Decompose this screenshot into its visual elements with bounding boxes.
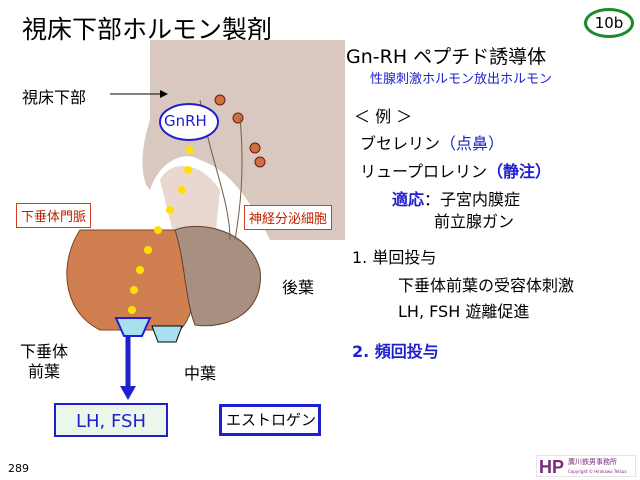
star-icon	[214, 94, 226, 106]
neuro-label: 神経分泌細胞	[244, 205, 333, 230]
neuron-stars	[214, 94, 266, 168]
subheading: 性腺刺激ホルモン放出ホルモン	[370, 72, 553, 87]
drug-name: リュープロレリン	[360, 162, 488, 181]
stalk-shape	[160, 166, 220, 240]
intermediate-label: 中葉	[184, 364, 217, 383]
section1-line: LH, FSH 遊離促進	[398, 302, 530, 321]
indication-label: 適応	[392, 190, 425, 209]
svg-text:Copyright © Hirokawa Tetsuo: Copyright © Hirokawa Tetsuo	[568, 469, 627, 474]
slide-badge: 10b	[584, 8, 634, 38]
svg-text:廣川鉄男事務所: 廣川鉄男事務所	[568, 457, 617, 466]
publisher-logo: HP 廣川鉄男事務所 Copyright © Hirokawa Tetsuo	[536, 455, 636, 477]
star-icon	[254, 156, 266, 168]
lh-fsh-box: LH, FSH	[54, 403, 168, 437]
section1-title: 1. 単回投与	[352, 248, 437, 267]
slide-title: 視床下部ホルモン製剤	[22, 15, 273, 44]
section1-line: 下垂体前葉の受容体刺激	[398, 276, 575, 295]
drug-buserelin: ブセレリン（点鼻）	[360, 130, 504, 154]
indication-colon: ：	[424, 190, 441, 209]
portal-label: 下垂体門脈	[16, 203, 92, 228]
drug-leuprorelin: リュープロレリン（静注）	[360, 158, 551, 182]
anterior-lobe	[66, 229, 195, 331]
posterior-label: 後葉	[282, 278, 315, 297]
examples-label: ＜ 例 ＞	[354, 107, 413, 126]
page-number: 289	[8, 462, 29, 475]
drug-route: （点鼻）	[440, 134, 505, 153]
heading: Gn-RH ペプチド誘導体	[346, 46, 547, 68]
svg-text:HP: HP	[539, 457, 564, 477]
estrogen-box: エストロゲン	[219, 404, 321, 436]
posterior-lobe	[174, 225, 261, 327]
drug-route: （静注）	[487, 162, 552, 181]
indication: 適応：子宮内膜症	[392, 186, 520, 210]
hypothalamus-shape	[142, 40, 345, 240]
gnrh-label: GnRH	[164, 112, 207, 130]
star-icon	[249, 142, 261, 154]
hypothalamus-label: 視床下部	[22, 88, 87, 107]
pituitary-illustration	[66, 40, 345, 400]
star-icon	[232, 112, 244, 124]
anterior-label: 前葉	[28, 362, 61, 381]
indication-item: 前立腺ガン	[434, 212, 515, 231]
anterior-label: 下垂体	[20, 342, 69, 361]
drug-name: ブセレリン	[360, 134, 441, 153]
gnrh-ellipse	[159, 103, 219, 141]
gnrh-dots	[128, 146, 194, 314]
section2-title: 2. 頻回投与	[352, 342, 439, 361]
indication-item: 子宮内膜症	[440, 190, 521, 209]
